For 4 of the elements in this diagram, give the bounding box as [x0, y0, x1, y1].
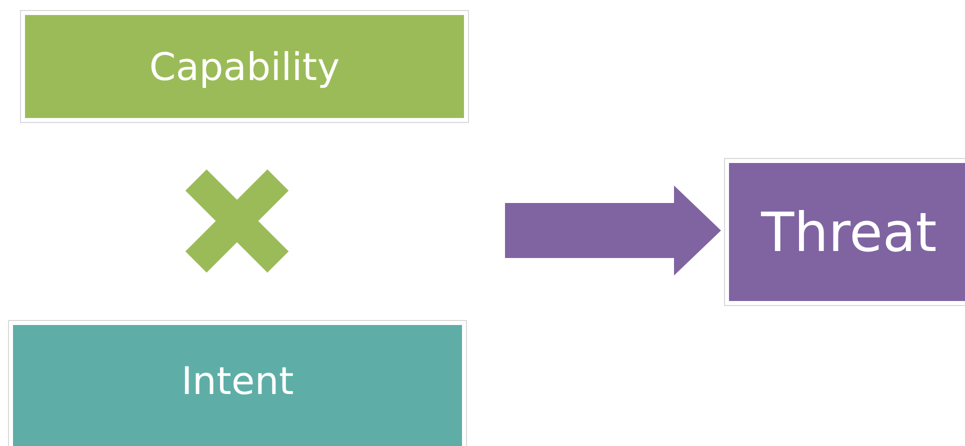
node-label: Threat	[761, 200, 937, 264]
block-arrow	[505, 186, 721, 276]
node-label: Intent	[181, 359, 294, 403]
node-label: Capability	[149, 44, 340, 88]
